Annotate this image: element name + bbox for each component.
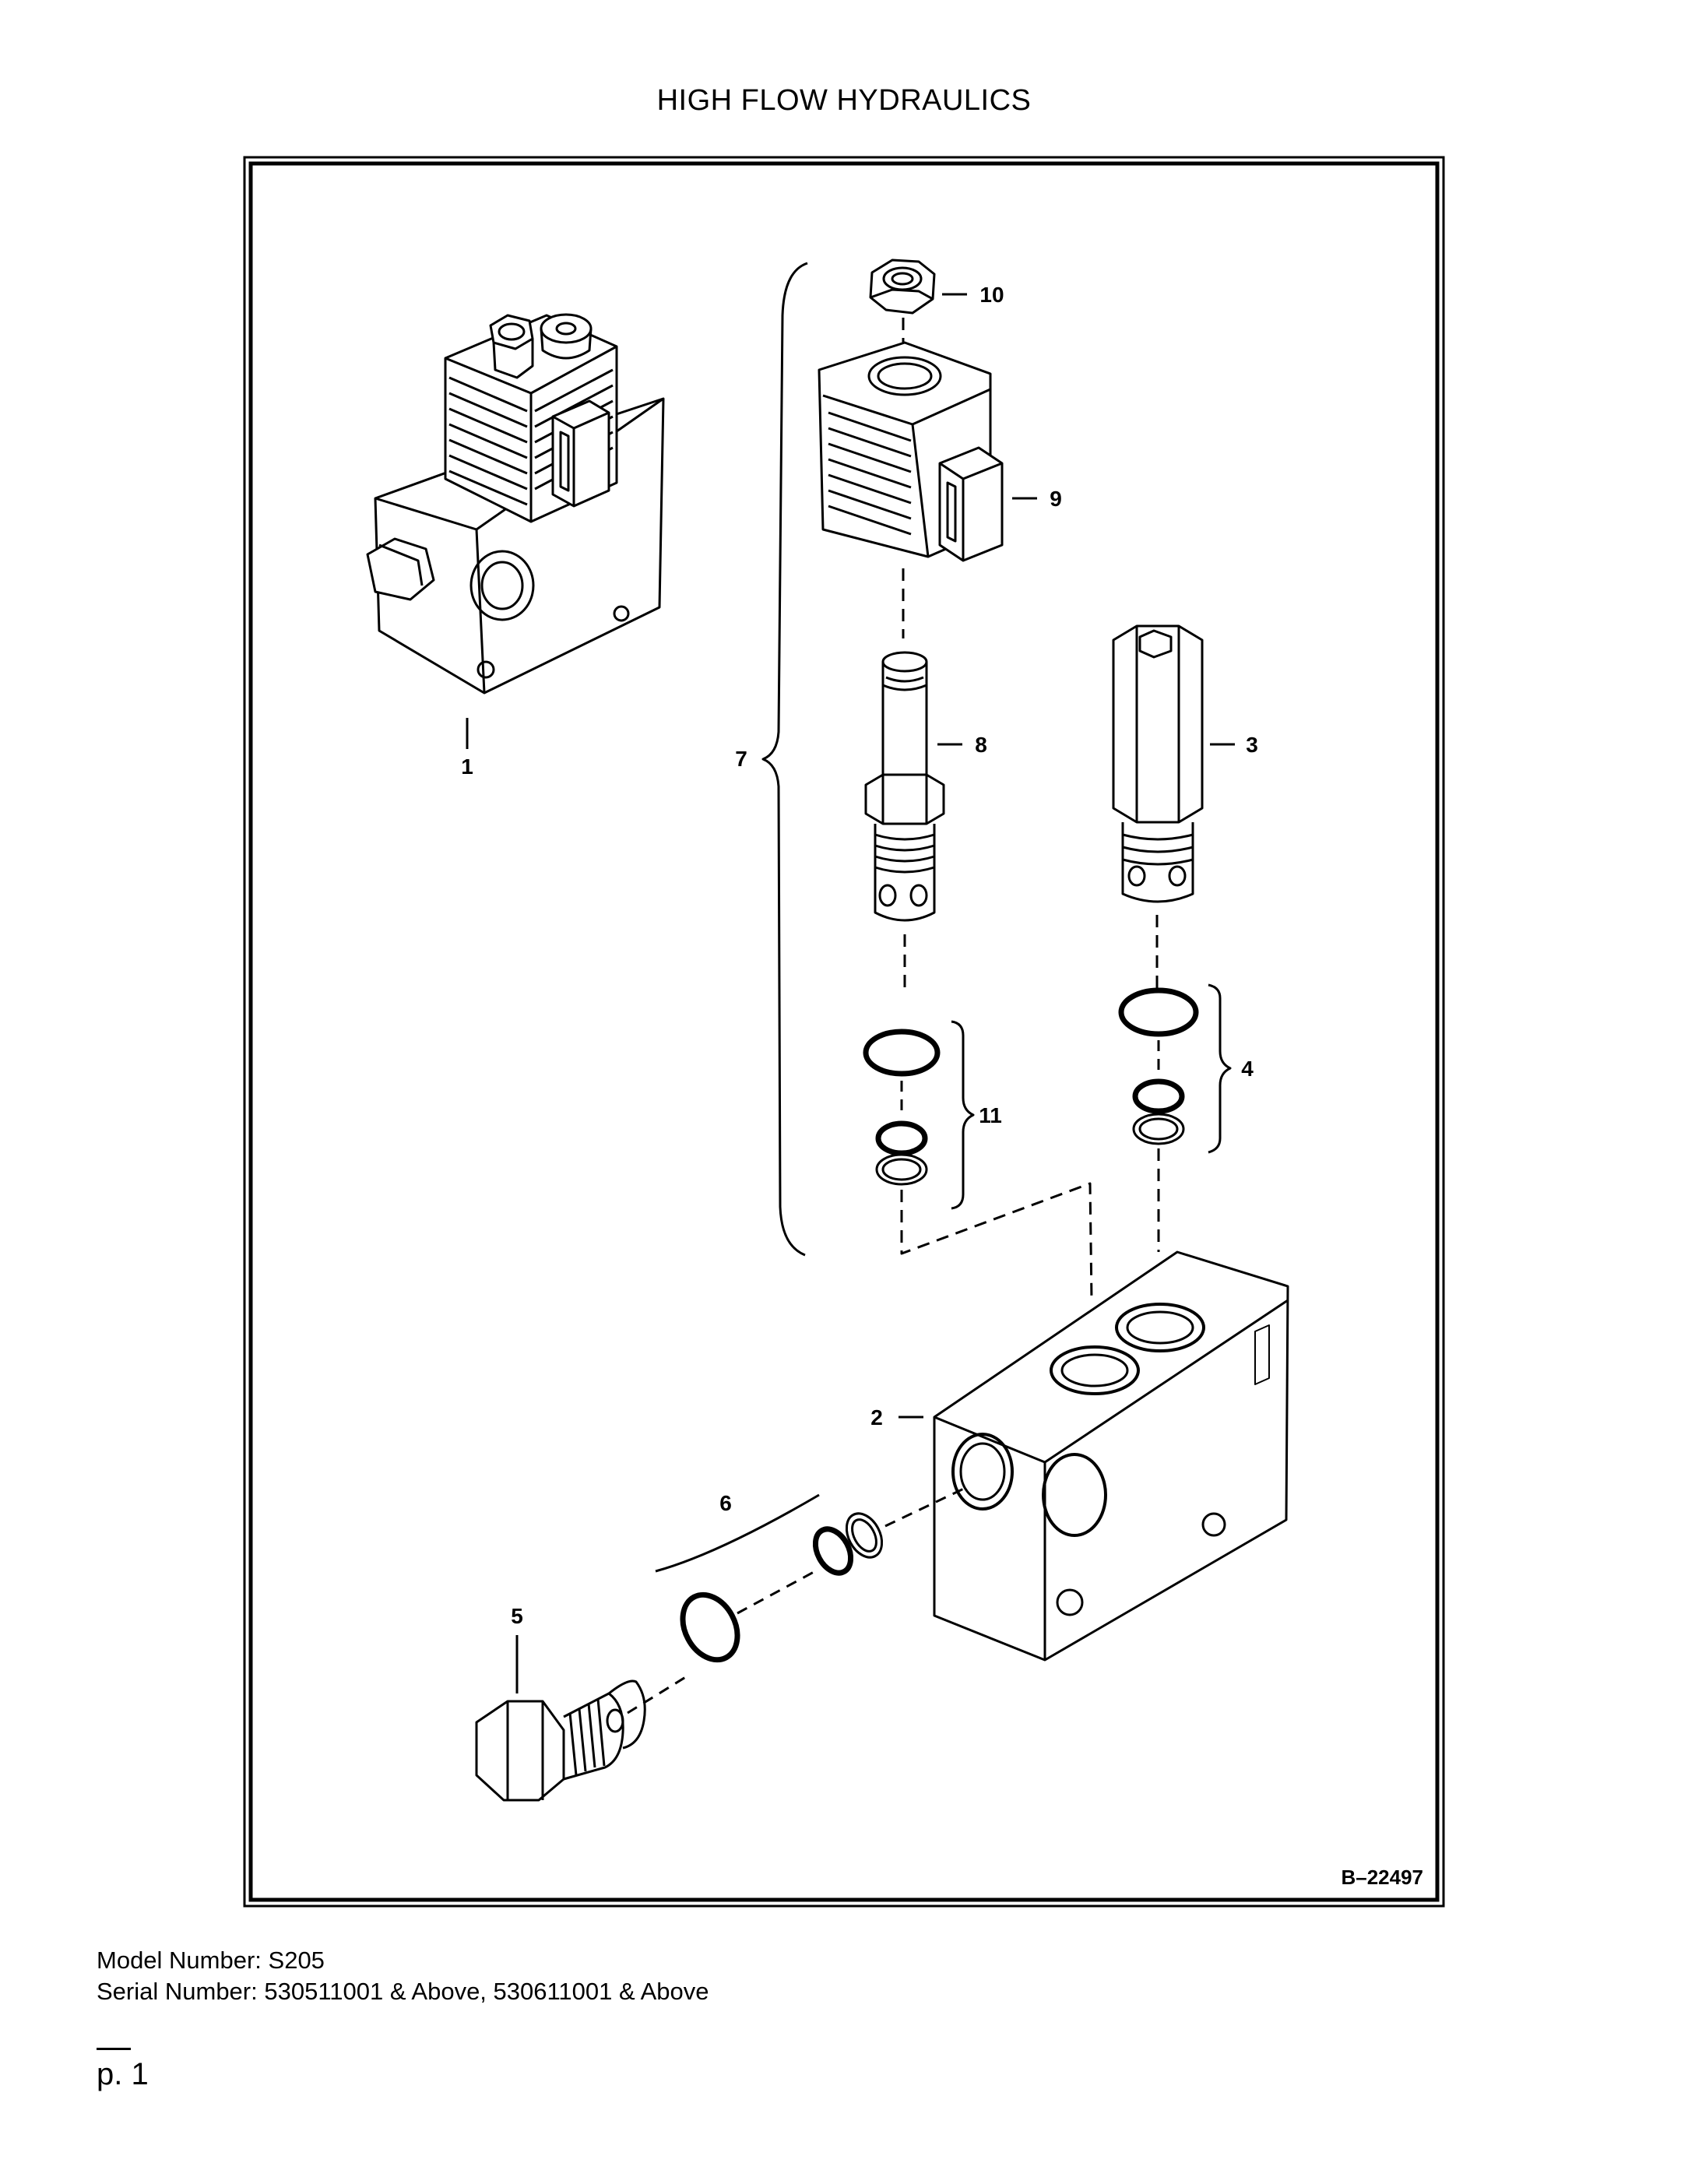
diagram-frame-outer [243, 156, 1445, 1908]
callout-9: 9 [1050, 487, 1062, 511]
diagram-frame-inner [248, 161, 1440, 1902]
page-title: HIGH FLOW HYDRAULICS [656, 84, 1032, 117]
serial-number: Serial Number: 530511001 & Above, 530611… [97, 1978, 709, 2005]
part-5-plug [475, 1635, 691, 1802]
part-9-coil [818, 341, 1037, 562]
part-4-seal-kit [1118, 983, 1232, 1154]
callout-7: 7 [735, 747, 747, 771]
callout-8: 8 [975, 733, 987, 757]
brace-7 [761, 262, 808, 1257]
callout-4: 4 [1241, 1057, 1254, 1081]
part-3-relief-valve [1112, 624, 1235, 903]
callout-10: 10 [979, 283, 1004, 307]
callout-3: 3 [1246, 733, 1258, 757]
callout-6: 6 [719, 1491, 732, 1515]
callout-1: 1 [461, 754, 473, 779]
callout-5: 5 [511, 1604, 523, 1628]
part-11-seal-kit [863, 1020, 975, 1210]
page-number: p. 1 [97, 2057, 149, 2091]
model-serial-info: Model Number: S205 Serial Number: 530511… [97, 1945, 709, 2007]
figure-code: B–22497 [1341, 1866, 1423, 1889]
callout-labels: 1 2 3 4 5 6 7 8 9 10 11 [461, 283, 1258, 1628]
part-8-cartridge [864, 651, 962, 922]
part-1-valve-assembly [366, 313, 665, 749]
exploded-parts-diagram: 1 2 3 4 5 6 7 8 9 10 11 B–22497 [243, 156, 1445, 1908]
part-2-manifold-block [899, 1250, 1289, 1662]
part-6-seal-kit [655, 1486, 968, 1663]
model-number: Model Number: S205 [97, 1947, 325, 1974]
callout-2: 2 [870, 1405, 883, 1430]
page-number-rule [97, 2048, 131, 2050]
part-10-nut [869, 258, 967, 315]
callout-11: 11 [979, 1103, 1002, 1127]
